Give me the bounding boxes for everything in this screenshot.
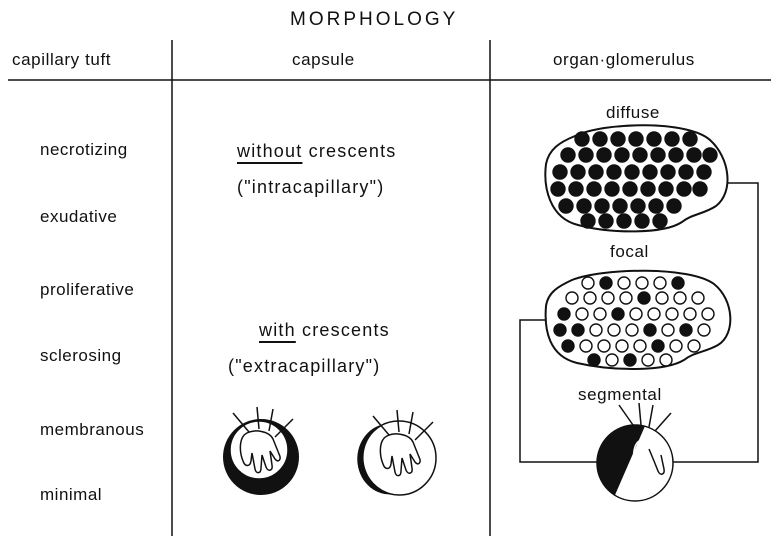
- filled-glomerulus-dot: [615, 148, 629, 162]
- filled-glomerulus-dot: [649, 199, 663, 213]
- open-glomerulus-dot: [598, 340, 610, 352]
- open-glomerulus-dot: [634, 340, 646, 352]
- filled-glomerulus-dot: [665, 132, 679, 146]
- filled-glomerulus-dot: [572, 324, 584, 336]
- filled-glomerulus-dot: [593, 132, 607, 146]
- open-glomerulus-dot: [584, 292, 596, 304]
- filled-glomerulus-dot: [651, 148, 665, 162]
- filled-glomerulus-dot: [617, 214, 631, 228]
- filled-glomerulus-dot: [672, 277, 684, 289]
- open-glomerulus-dot: [618, 277, 630, 289]
- filled-glomerulus-dot: [588, 354, 600, 366]
- open-glomerulus-dot: [620, 292, 632, 304]
- filled-glomerulus-dot: [644, 324, 656, 336]
- open-glomerulus-dot: [576, 308, 588, 320]
- filled-glomerulus-dot: [571, 165, 585, 179]
- open-glomerulus-dot: [566, 292, 578, 304]
- open-glomerulus-dot: [670, 340, 682, 352]
- filled-glomerulus-dot: [643, 165, 657, 179]
- focal-glomerulus-group: [546, 271, 731, 369]
- filled-glomerulus-dot: [693, 182, 707, 196]
- filled-glomerulus-dot: [597, 148, 611, 162]
- filled-glomerulus-dot: [703, 148, 717, 162]
- filled-glomerulus-dot: [551, 182, 565, 196]
- filled-glomerulus-dot: [562, 340, 574, 352]
- open-glomerulus-dot: [674, 292, 686, 304]
- filled-glomerulus-dot: [612, 308, 624, 320]
- filled-glomerulus-dot: [589, 165, 603, 179]
- filled-glomerulus-dot: [595, 199, 609, 213]
- open-glomerulus-dot: [582, 277, 594, 289]
- open-glomerulus-dot: [606, 354, 618, 366]
- open-glomerulus-dot: [616, 340, 628, 352]
- open-glomerulus-dot: [590, 324, 602, 336]
- filled-glomerulus-dot: [575, 132, 589, 146]
- filled-glomerulus-dot: [599, 214, 613, 228]
- filled-glomerulus-dot: [569, 182, 583, 196]
- open-glomerulus-dot: [662, 324, 674, 336]
- open-glomerulus-dot: [698, 324, 710, 336]
- open-glomerulus-dot: [648, 308, 660, 320]
- filled-glomerulus-dot: [638, 292, 650, 304]
- open-glomerulus-dot: [702, 308, 714, 320]
- open-glomerulus-dot: [692, 292, 704, 304]
- filled-glomerulus-dot: [558, 308, 570, 320]
- filled-glomerulus-dot: [679, 165, 693, 179]
- filled-glomerulus-dot: [554, 324, 566, 336]
- filled-glomerulus-dot: [680, 324, 692, 336]
- filled-glomerulus-dot: [553, 165, 567, 179]
- filled-glomerulus-dot: [687, 148, 701, 162]
- filled-glomerulus-dot: [600, 277, 612, 289]
- filled-glomerulus-dot: [677, 182, 691, 196]
- filled-glomerulus-dot: [613, 199, 627, 213]
- filled-glomerulus-dot: [623, 182, 637, 196]
- open-glomerulus-dot: [684, 308, 696, 320]
- filled-glomerulus-dot: [581, 214, 595, 228]
- filled-glomerulus-dot: [577, 199, 591, 213]
- open-glomerulus-dot: [688, 340, 700, 352]
- filled-glomerulus-dot: [559, 199, 573, 213]
- filled-glomerulus-dot: [683, 132, 697, 146]
- crescent-glomerulus-small: [357, 410, 436, 495]
- filled-glomerulus-dot: [561, 148, 575, 162]
- filled-glomerulus-dot: [647, 132, 661, 146]
- filled-glomerulus-dot: [605, 182, 619, 196]
- open-glomerulus-dot: [626, 324, 638, 336]
- filled-glomerulus-dot: [669, 148, 683, 162]
- filled-glomerulus-dot: [661, 165, 675, 179]
- filled-glomerulus-dot: [631, 199, 645, 213]
- open-glomerulus-dot: [642, 354, 654, 366]
- filled-glomerulus-dot: [625, 165, 639, 179]
- filled-glomerulus-dot: [635, 214, 649, 228]
- filled-glomerulus-dot: [587, 182, 601, 196]
- filled-glomerulus-dot: [607, 165, 621, 179]
- open-glomerulus-dot: [656, 292, 668, 304]
- open-glomerulus-dot: [602, 292, 614, 304]
- diffuse-glomerulus-group: [545, 125, 727, 231]
- filled-glomerulus-dot: [652, 340, 664, 352]
- filled-glomerulus-dot: [624, 354, 636, 366]
- filled-glomerulus-dot: [697, 165, 711, 179]
- open-glomerulus-dot: [666, 308, 678, 320]
- filled-glomerulus-dot: [579, 148, 593, 162]
- open-glomerulus-dot: [654, 277, 666, 289]
- open-glomerulus-dot: [636, 277, 648, 289]
- filled-glomerulus-dot: [633, 148, 647, 162]
- open-glomerulus-dot: [608, 324, 620, 336]
- filled-glomerulus-dot: [611, 132, 625, 146]
- filled-glomerulus-dot: [641, 182, 655, 196]
- filled-glomerulus-dot: [653, 214, 667, 228]
- open-glomerulus-dot: [580, 340, 592, 352]
- open-glomerulus-dot: [630, 308, 642, 320]
- open-glomerulus-dot: [660, 354, 672, 366]
- filled-glomerulus-dot: [629, 132, 643, 146]
- segmental-glomerulus: [597, 403, 673, 501]
- filled-glomerulus-dot: [667, 199, 681, 213]
- open-glomerulus-dot: [594, 308, 606, 320]
- crescent-glomerulus-large: [223, 407, 299, 495]
- filled-glomerulus-dot: [659, 182, 673, 196]
